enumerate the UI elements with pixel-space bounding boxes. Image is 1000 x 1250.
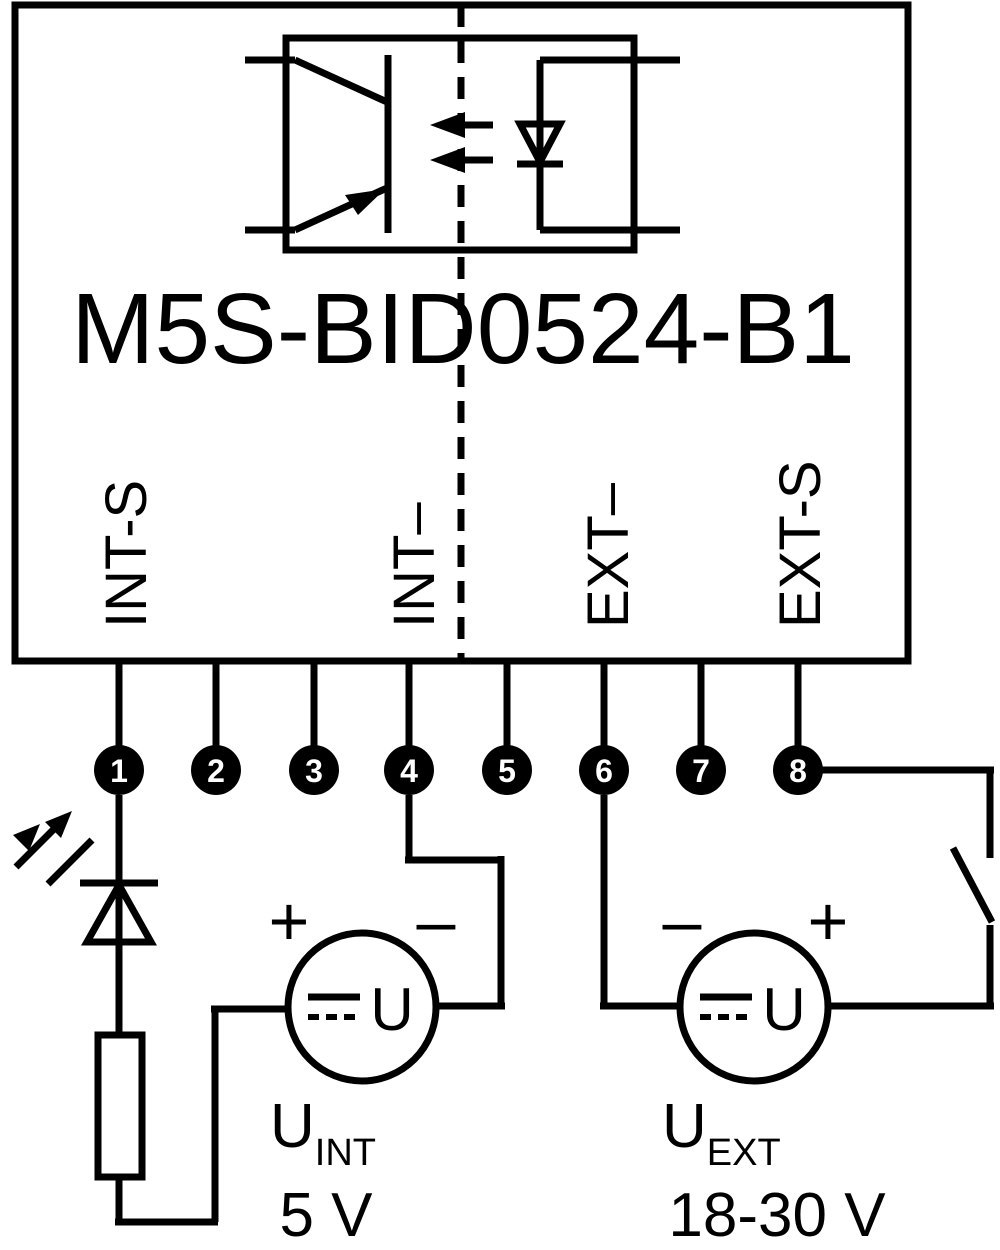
led-triangle-icon [514,120,566,170]
light-arrows-icon [430,112,493,173]
pin-3: 3 [289,745,339,795]
pin-label-int-s: INT-S [94,480,159,628]
pin-6: 6 [579,745,629,795]
int-source-voltage: 5 V [279,1181,373,1250]
svg-text:5: 5 [498,753,516,789]
pin-8: 8 [773,745,823,795]
ext-source-voltage: 18-30 V [668,1181,886,1250]
ext-voltage-source: U [676,929,832,1085]
pin-label-int-minus: INT– [382,502,447,628]
pin-leads [115,661,802,752]
external-led-icon [13,811,158,946]
pin-label-ext-minus: EXT– [576,482,641,628]
pin-4: 4 [384,745,434,795]
int-circuit-wiring [115,795,505,1226]
int-source-minus: – [417,882,456,960]
module-name: M5S-BID0524-B1 [71,273,855,385]
pin-1: 1 [94,745,144,795]
pin-7: 7 [676,745,726,795]
switch-icon [949,846,996,924]
resistor-icon [94,1031,146,1181]
int-source-plus: + [269,882,310,960]
pin-2: 2 [191,745,241,795]
pin-label-ext-s: EXT-S [768,460,833,628]
optocoupler-symbol [245,34,680,254]
ext-source-label: UEXT [662,1092,781,1174]
int-voltage-source: U [284,929,440,1085]
svg-text:1: 1 [110,753,128,789]
emitter-arrow-icon [345,189,385,215]
svg-text:2: 2 [207,753,225,789]
int-source-label: UINT [270,1092,376,1174]
svg-text:6: 6 [595,753,613,789]
svg-text:U: U [370,976,413,1043]
svg-text:U: U [762,976,805,1043]
svg-text:3: 3 [305,753,323,789]
svg-text:8: 8 [789,753,807,789]
pin-5: 5 [482,745,532,795]
svg-text:4: 4 [400,753,418,789]
svg-text:7: 7 [692,753,710,789]
ext-source-plus: + [808,882,849,960]
ext-source-minus: – [663,882,702,960]
ext-circuit-wiring [600,766,994,1010]
